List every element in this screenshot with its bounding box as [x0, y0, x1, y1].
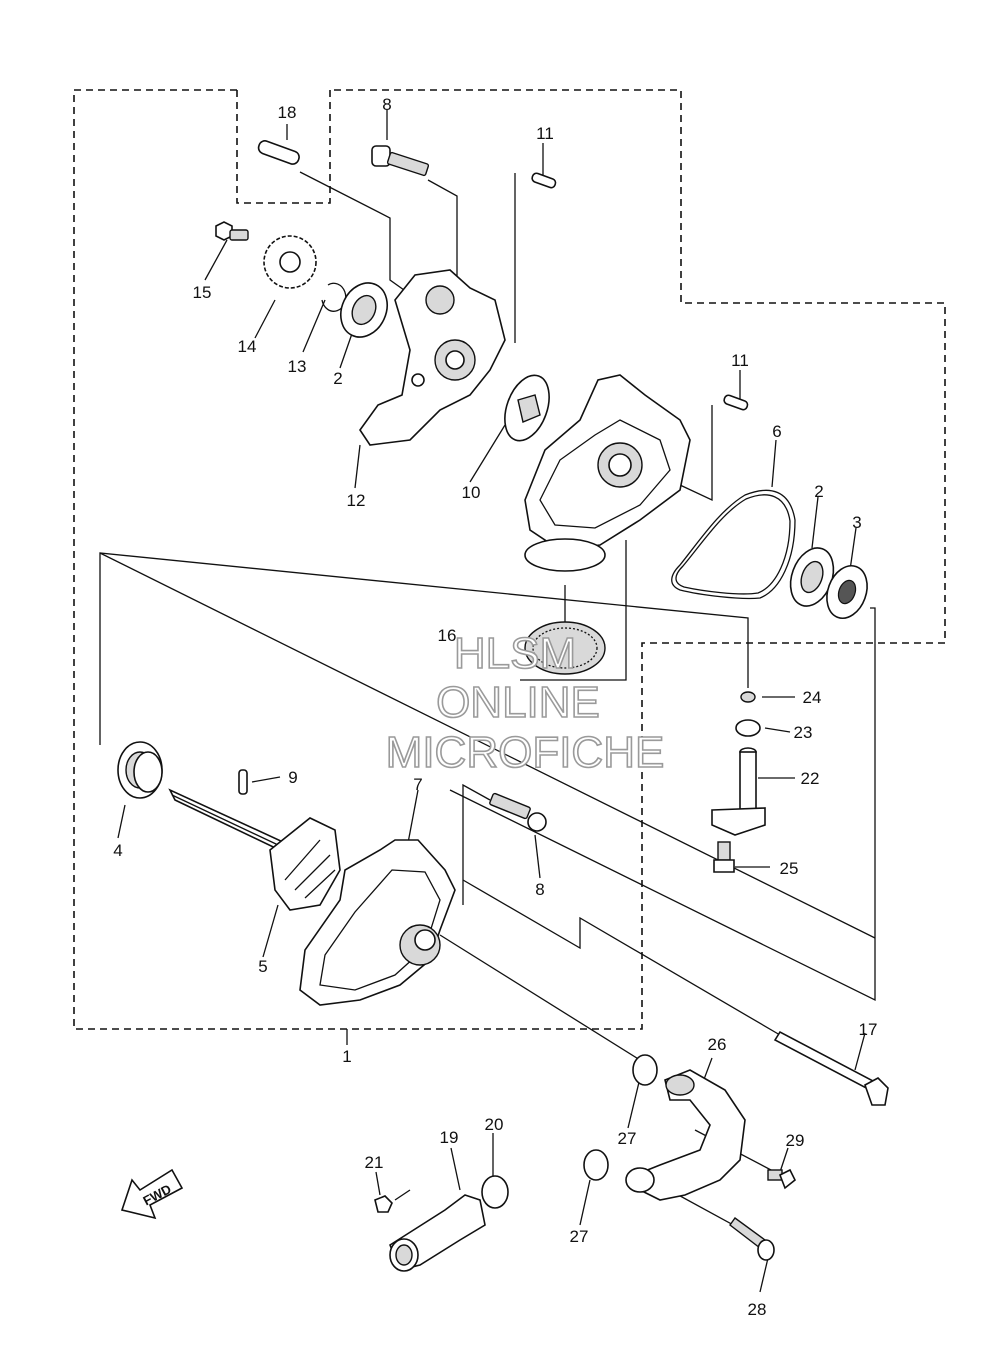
leader-lines — [99, 110, 876, 1293]
part-9-pin — [238, 769, 248, 795]
part-25-bolt — [713, 841, 735, 873]
callout-20: 20 — [485, 1115, 504, 1134]
part-6-o-ring — [671, 489, 796, 600]
callout-13: 13 — [288, 357, 307, 376]
watermark-line-2: ONLINE — [436, 678, 600, 727]
part-24-washer — [740, 691, 756, 703]
callout-4: 4 — [113, 841, 122, 860]
callout-8-upper: 8 — [382, 95, 391, 114]
part-14-gear — [263, 235, 317, 289]
part-2-upper-bearing — [340, 282, 388, 338]
part-19-pipe — [389, 1194, 486, 1272]
watermark: HLSM ONLINE MICROFICHE — [385, 628, 665, 778]
part-7-lower-case — [299, 839, 456, 1006]
callout-6: 6 — [772, 422, 781, 441]
part-29-bolt — [767, 1168, 797, 1190]
part-pump-cover — [524, 374, 691, 572]
callout-25: 25 — [780, 859, 799, 878]
callout-10: 10 — [462, 483, 481, 502]
callout-11-upper: 11 — [536, 124, 554, 143]
part-8-lower-bolt — [489, 792, 547, 832]
callout-5: 5 — [258, 957, 267, 976]
callout-24: 24 — [803, 688, 822, 707]
part-11-dowel — [723, 394, 749, 411]
callout-7: 7 — [413, 775, 422, 794]
part-27-lower-o-ring — [583, 1149, 609, 1181]
callout-17: 17 — [859, 1020, 878, 1039]
part-27-upper-o-ring — [632, 1054, 658, 1086]
callout-18: 18 — [278, 103, 297, 122]
callout-2-upper: 2 — [333, 369, 342, 388]
part-21-bolt — [374, 1195, 393, 1213]
part-8-upper-bolt — [371, 145, 430, 177]
callout-19: 19 — [440, 1128, 459, 1147]
part-3-seal — [826, 565, 868, 619]
callout-28: 28 — [748, 1300, 767, 1319]
part-26-pipe — [625, 1069, 746, 1201]
callout-12: 12 — [347, 491, 366, 510]
part-12-pump-housing — [359, 269, 506, 446]
part-23-o-ring — [735, 719, 761, 737]
fwd-arrow-icon: FWD — [120, 1168, 184, 1220]
watermark-line-3: MICROFICHE — [386, 728, 665, 777]
callout-1: 1 — [342, 1047, 351, 1066]
callout-16: 16 — [438, 626, 457, 645]
part-5-impeller — [269, 817, 341, 911]
watermark-line-1: HLSM — [454, 629, 576, 678]
part-18-pin — [257, 140, 300, 165]
callout-21: 21 — [365, 1153, 384, 1172]
part-11-upper-dowel — [531, 172, 557, 189]
part-17-long-bolt — [773, 1030, 889, 1106]
callout-27-upper: 27 — [618, 1129, 637, 1148]
part-4-seal — [117, 741, 163, 799]
part-16-strainer — [524, 621, 606, 675]
part-15-bolt — [215, 221, 249, 241]
part-callouts: 18 8 11 15 14 13 2 12 10 11 6 2 3 16 24 … — [113, 95, 877, 1319]
callout-22: 22 — [801, 769, 820, 788]
part-10-impeller — [504, 374, 550, 442]
callout-9: 9 — [288, 768, 297, 787]
callout-8-lower: 8 — [535, 880, 544, 899]
fwd-label: FWD — [141, 1181, 174, 1208]
callout-14: 14 — [238, 337, 257, 356]
callout-29: 29 — [786, 1131, 805, 1150]
part-22-pipe — [711, 747, 766, 836]
callout-26: 26 — [708, 1035, 727, 1054]
assembly-boundaries — [73, 89, 946, 1030]
callout-2-lower: 2 — [814, 482, 823, 501]
callout-27-lower: 27 — [570, 1227, 589, 1246]
part-20-o-ring — [481, 1175, 509, 1209]
callout-15: 15 — [193, 283, 212, 302]
callout-23: 23 — [794, 723, 813, 742]
part-28-bolt — [729, 1217, 775, 1261]
callout-3: 3 — [852, 513, 861, 532]
callout-11-lower: 11 — [731, 351, 749, 370]
